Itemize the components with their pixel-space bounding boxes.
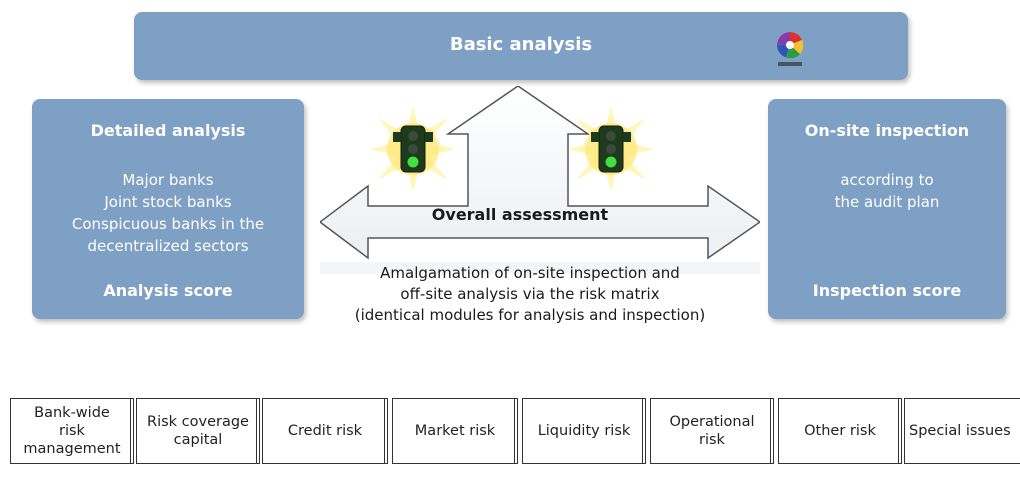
detailed-analysis-box: Detailed analysis Major banks Joint stoc… xyxy=(32,99,304,319)
module-cell: Special issues xyxy=(904,398,1020,464)
basic-analysis-box: Basic analysis xyxy=(134,12,908,80)
analysis-score-label: Analysis score xyxy=(103,281,233,300)
onsite-inspection-box: On-site inspection according to the audi… xyxy=(768,99,1006,319)
amalgamation-line: (identical modules for analysis and insp… xyxy=(354,306,706,324)
module-cell: Other risk xyxy=(778,398,902,464)
onsite-inspection-text: according to the audit plan xyxy=(768,169,1006,213)
amalgamation-line: off-site analysis via the risk matrix xyxy=(400,285,660,303)
detailed-analysis-list: Major banks Joint stock banks Conspicuou… xyxy=(32,169,304,257)
traffic-light-icon xyxy=(568,106,654,192)
module-cell: Credit risk xyxy=(262,398,388,464)
amalgamation-text: Amalgamation of on-site inspection and o… xyxy=(320,263,740,326)
module-cell: Market risk xyxy=(392,398,518,464)
detailed-line: decentralized sectors xyxy=(87,237,249,255)
module-cell: Liquidity risk xyxy=(522,398,646,464)
detailed-line: Major banks xyxy=(122,171,214,189)
risk-module-row: Bank-wide risk management Risk coverage … xyxy=(10,398,1020,466)
onsite-line: the audit plan xyxy=(834,193,940,211)
overall-assessment-label: Overall assessment xyxy=(431,205,609,224)
detailed-line: Conspicuous banks in the xyxy=(71,215,265,233)
onsite-inspection-title: On-site inspection xyxy=(804,121,970,140)
amalgamation-line: Amalgamation of on-site inspection and xyxy=(380,264,680,282)
detailed-line: Joint stock banks xyxy=(104,193,232,211)
module-cell: Operational risk xyxy=(650,398,774,464)
inspection-score-label: Inspection score xyxy=(812,281,962,300)
onsite-line: according to xyxy=(840,171,934,189)
module-cell: Bank-wide risk management xyxy=(10,398,134,464)
colorful-logo-icon xyxy=(776,31,804,66)
three-way-arrow xyxy=(320,86,760,274)
detailed-analysis-title: Detailed analysis xyxy=(90,121,246,140)
basic-analysis-title: Basic analysis xyxy=(449,34,593,55)
module-cell: Risk coverage capital xyxy=(136,398,260,464)
traffic-light-icon xyxy=(370,106,456,192)
